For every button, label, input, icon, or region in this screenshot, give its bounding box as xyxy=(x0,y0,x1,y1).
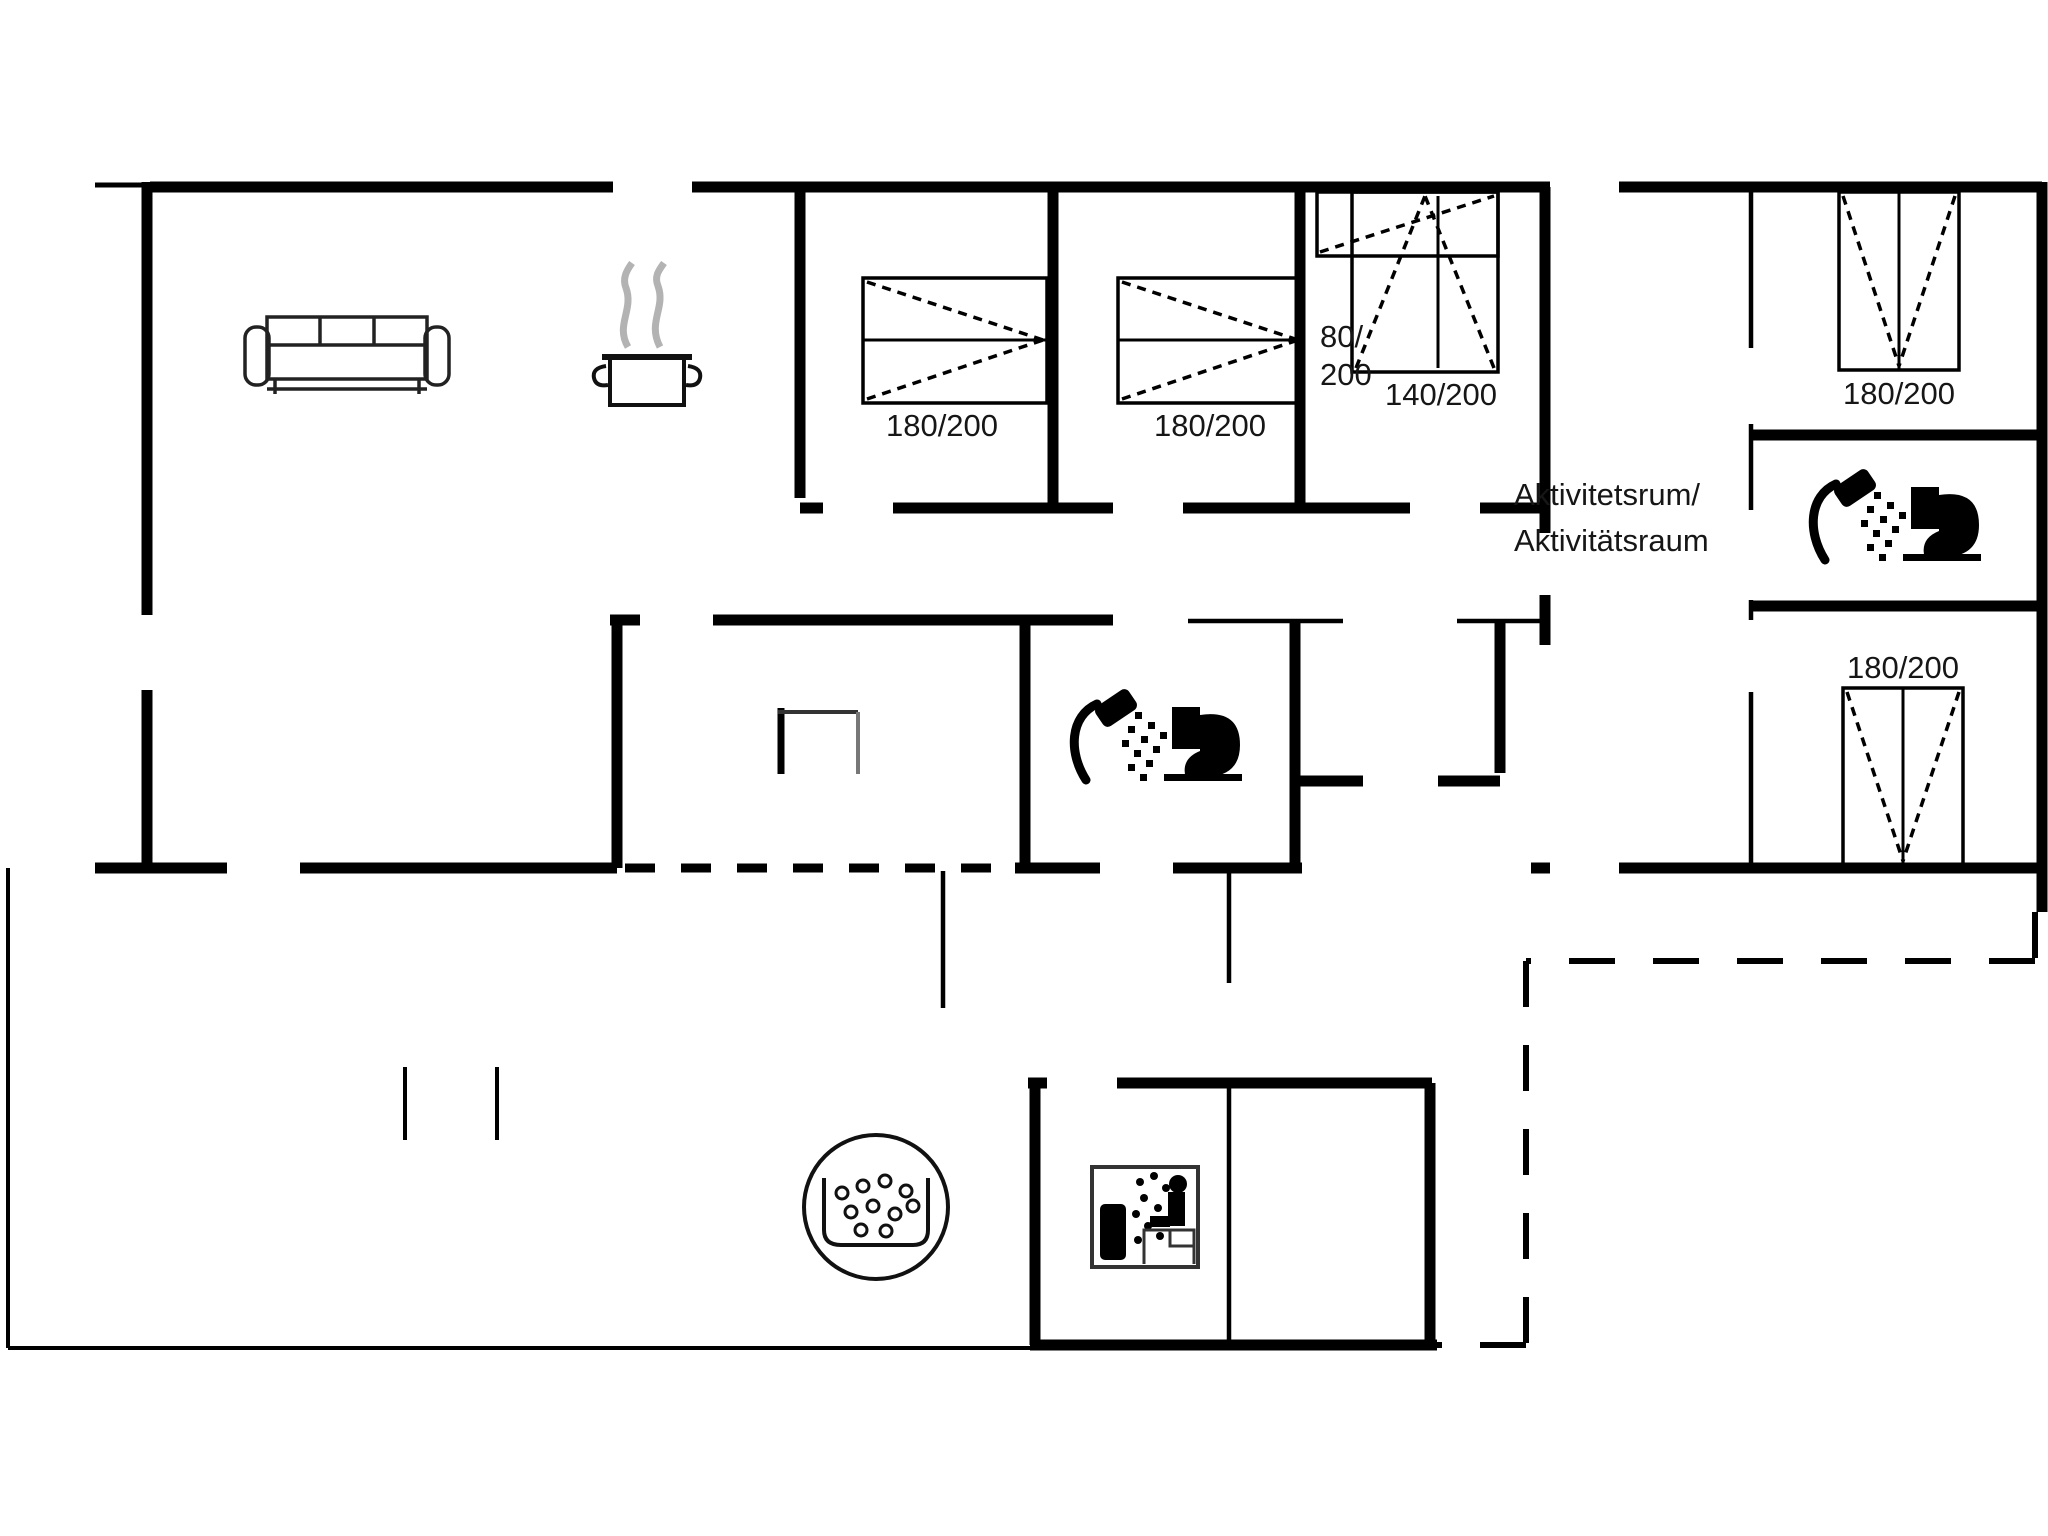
cooking-pot-icon xyxy=(591,260,703,407)
shower-icon-main-bath xyxy=(1069,689,1167,785)
terrace-dashed-boundary xyxy=(1437,912,2038,1348)
bed-size-label-right-bottom-bedroom: 180/200 xyxy=(1846,650,1960,685)
bed-symbol-bedroom2 xyxy=(1116,276,1304,405)
bed-size-label-bunk-small-line2: 200 xyxy=(1320,357,1372,392)
bed-symbol-right-bottom-bedroom xyxy=(1841,686,1965,867)
bed-size-label-bedroom2: 180/200 xyxy=(1153,408,1267,443)
fireplace-icon xyxy=(777,708,860,774)
sofa-icon xyxy=(243,315,451,394)
thin-partitions xyxy=(940,192,1754,1345)
shower-icon-right-bath xyxy=(1808,469,1906,565)
room-label-activity-room-line1: Aktivitetsrum/ xyxy=(1514,477,1701,512)
terrace-outline xyxy=(6,868,1032,1350)
bunk-bed-symbol xyxy=(1315,190,1500,374)
room-label-activity-room-line2: Aktivitätsraum xyxy=(1514,523,1709,558)
bed-size-label-bedroom1: 180/200 xyxy=(885,408,999,443)
bed-symbol-bedroom1 xyxy=(861,276,1049,405)
toilet-icon-right-bath xyxy=(1903,487,1981,561)
toilet-icon-main-bath xyxy=(1164,707,1242,781)
bed-size-label-right-top-bedroom: 180/200 xyxy=(1842,376,1956,411)
bed-symbol-right-top-bedroom xyxy=(1837,190,1961,372)
bed-size-label-bunk-small-line1: 80/ xyxy=(1320,319,1364,354)
outer-walls xyxy=(95,181,2048,912)
bed-size-label-bunk-large: 140/200 xyxy=(1384,377,1498,412)
hot-tub-icon xyxy=(802,1133,950,1281)
sauna-icon xyxy=(1090,1165,1200,1269)
inner-walls xyxy=(610,187,2042,1351)
